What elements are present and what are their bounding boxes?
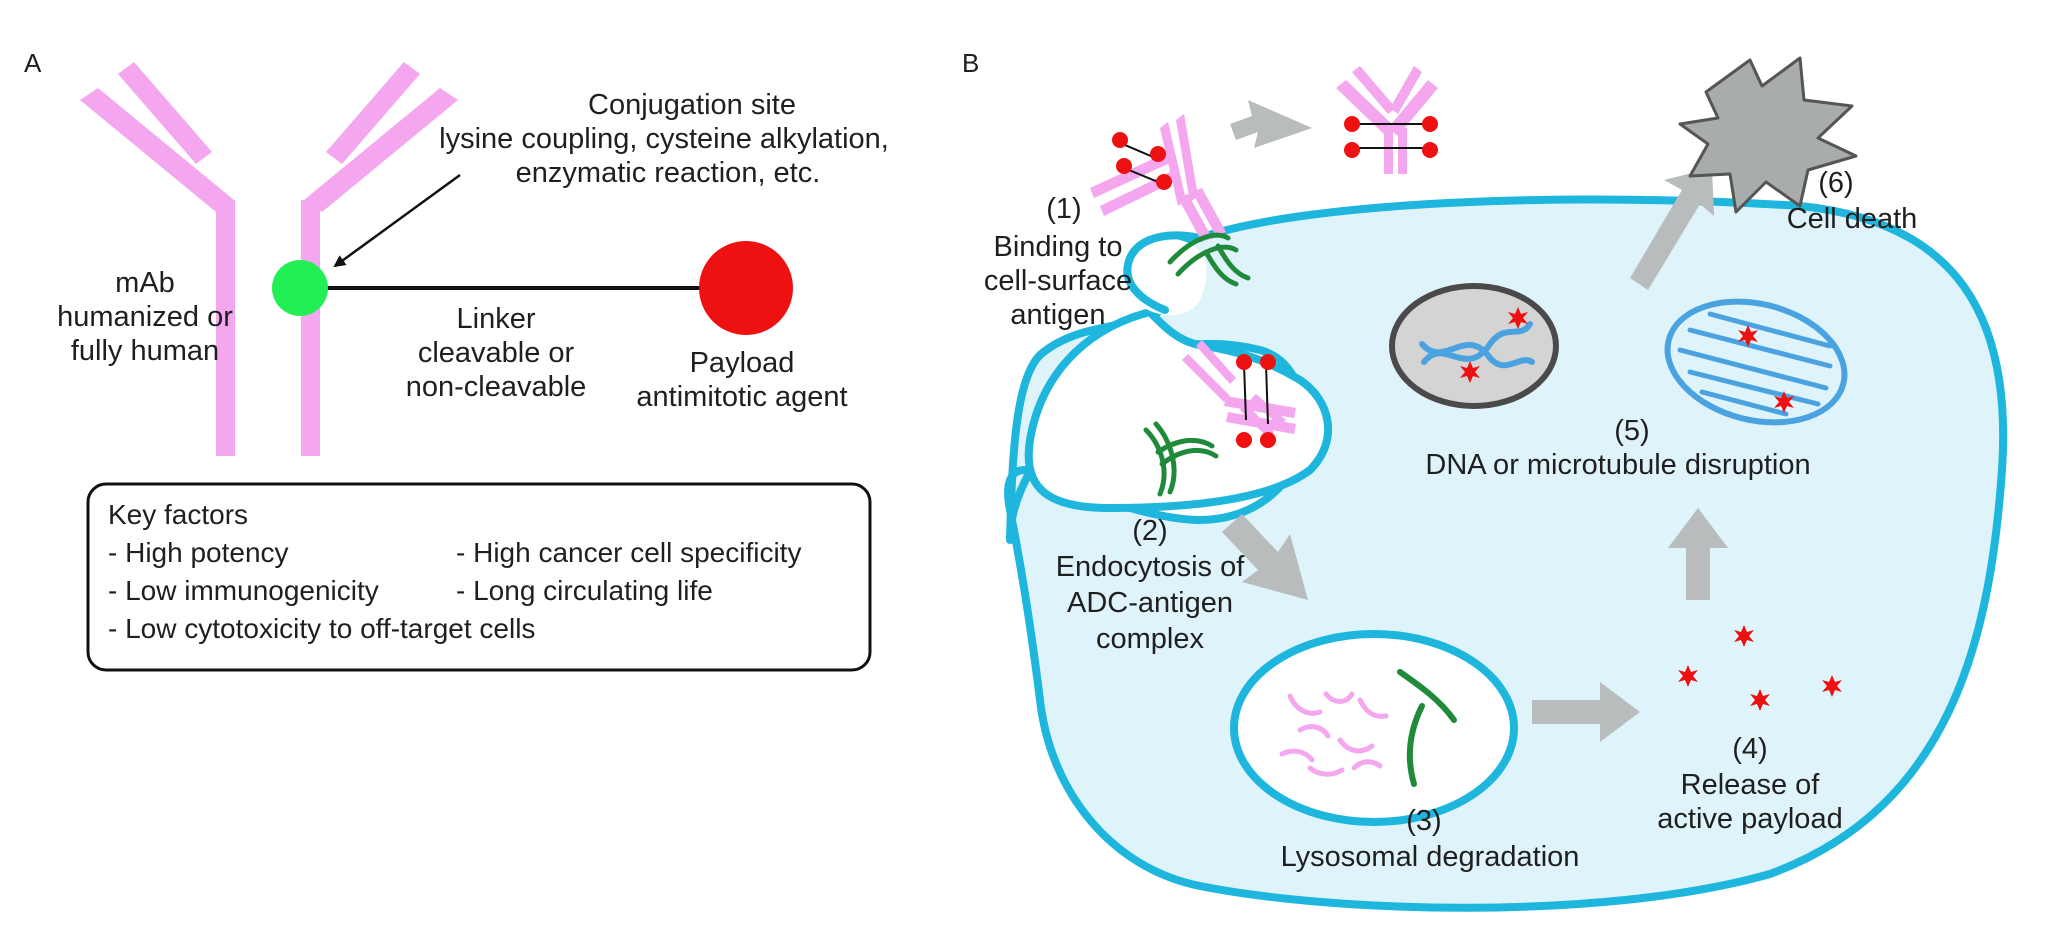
panel-b-letter: B	[962, 48, 979, 78]
step1-line1: Binding to	[994, 231, 1123, 263]
step6-num: (6)	[1818, 167, 1853, 199]
key-factors-title: Key factors	[108, 499, 248, 530]
key-factor-1: - High potency	[108, 537, 289, 568]
step3-line1: Lysosomal degradation	[1281, 841, 1580, 873]
mab-line1: mAb	[115, 267, 175, 299]
conjugation-pointer-arrow	[335, 175, 460, 266]
key-factor-5: - Low cytotoxicity to off-target cells	[108, 613, 535, 644]
mab-label: mAb humanized or fully human	[57, 267, 233, 367]
payload-line1: Payload	[690, 347, 795, 379]
step1-line2: cell-surface	[984, 265, 1132, 297]
payload-line2: antimitotic agent	[636, 381, 847, 413]
arrow-to-binding	[1230, 100, 1312, 148]
step1-num: (1)	[1046, 193, 1081, 225]
step3-num: (3)	[1406, 805, 1441, 837]
step4-num: (4)	[1732, 733, 1767, 765]
linker-label: Linker cleavable or non-cleavable	[406, 303, 587, 403]
payload-circle	[699, 241, 793, 335]
mab-line3: fully human	[71, 335, 219, 367]
key-factors-box: Key factors - High potency - High cancer…	[88, 484, 870, 670]
nucleus	[1392, 286, 1556, 406]
step1-line3: antigen	[1010, 299, 1105, 331]
conjugation-line1: lysine coupling, cysteine alkylation,	[439, 123, 889, 155]
conjugation-label: Conjugation site lysine coupling, cystei…	[439, 89, 889, 189]
payload-label: Payload antimitotic agent	[636, 347, 847, 413]
linker-line1: Linker	[457, 303, 536, 335]
step6-line1: Cell death	[1787, 203, 1918, 235]
conjugation-title: Conjugation site	[588, 89, 796, 121]
mab-line2: humanized or	[57, 301, 233, 333]
panel-a-letter: A	[24, 48, 42, 78]
step5-line1: DNA or microtubule disruption	[1425, 449, 1810, 481]
linker-line2: cleavable or	[418, 337, 575, 369]
conjugation-site-dot	[272, 260, 328, 316]
step2-line2: ADC-antigen	[1067, 587, 1233, 619]
key-factor-4: - Long circulating life	[456, 575, 713, 606]
step2-num: (2)	[1132, 515, 1167, 547]
step4-line2: active payload	[1657, 803, 1842, 835]
free-adc	[1336, 66, 1438, 174]
step2-line3: complex	[1096, 623, 1204, 655]
step5-num: (5)	[1614, 415, 1649, 447]
key-factor-2: - High cancer cell specificity	[456, 537, 801, 568]
step4-line1: Release of	[1681, 769, 1821, 801]
key-factor-3: - Low immunogenicity	[108, 575, 379, 606]
antibody-large	[80, 62, 458, 456]
linker-line3: non-cleavable	[406, 371, 587, 403]
conjugation-line2: enzymatic reaction, etc.	[516, 157, 821, 189]
lysosome	[1234, 634, 1514, 822]
step2-line1: Endocytosis of	[1056, 551, 1246, 583]
